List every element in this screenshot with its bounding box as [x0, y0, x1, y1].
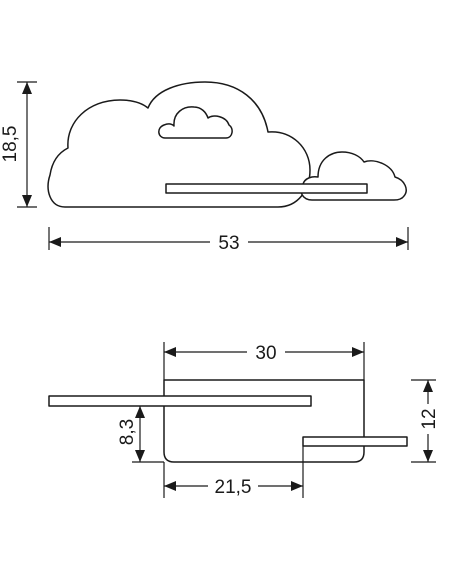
- front-view: 18,5 53: [0, 81, 409, 254]
- side-height-label-gap: [418, 404, 438, 434]
- side-height-label: 12: [419, 408, 440, 429]
- front-height-label: 18,5: [0, 126, 21, 163]
- side-view: 30 12 8,3 21,5: [48, 342, 440, 498]
- side-width-label-gap: [247, 342, 285, 362]
- front-width-label-gap: [210, 232, 248, 252]
- shelf-height-label: 8,3: [117, 419, 138, 445]
- side-body-outline: [163, 379, 365, 463]
- side-width-label: 30: [255, 343, 276, 364]
- front-shelf: [165, 183, 368, 194]
- side-long-shelf: [48, 395, 312, 407]
- depth-label: 21,5: [215, 477, 252, 498]
- front-width-label: 53: [218, 233, 239, 254]
- big-cloud-outline: [47, 81, 311, 208]
- side-short-shelf: [302, 436, 408, 447]
- depth-label-gap: [208, 476, 258, 496]
- inner-cloud-cutout: [158, 106, 233, 139]
